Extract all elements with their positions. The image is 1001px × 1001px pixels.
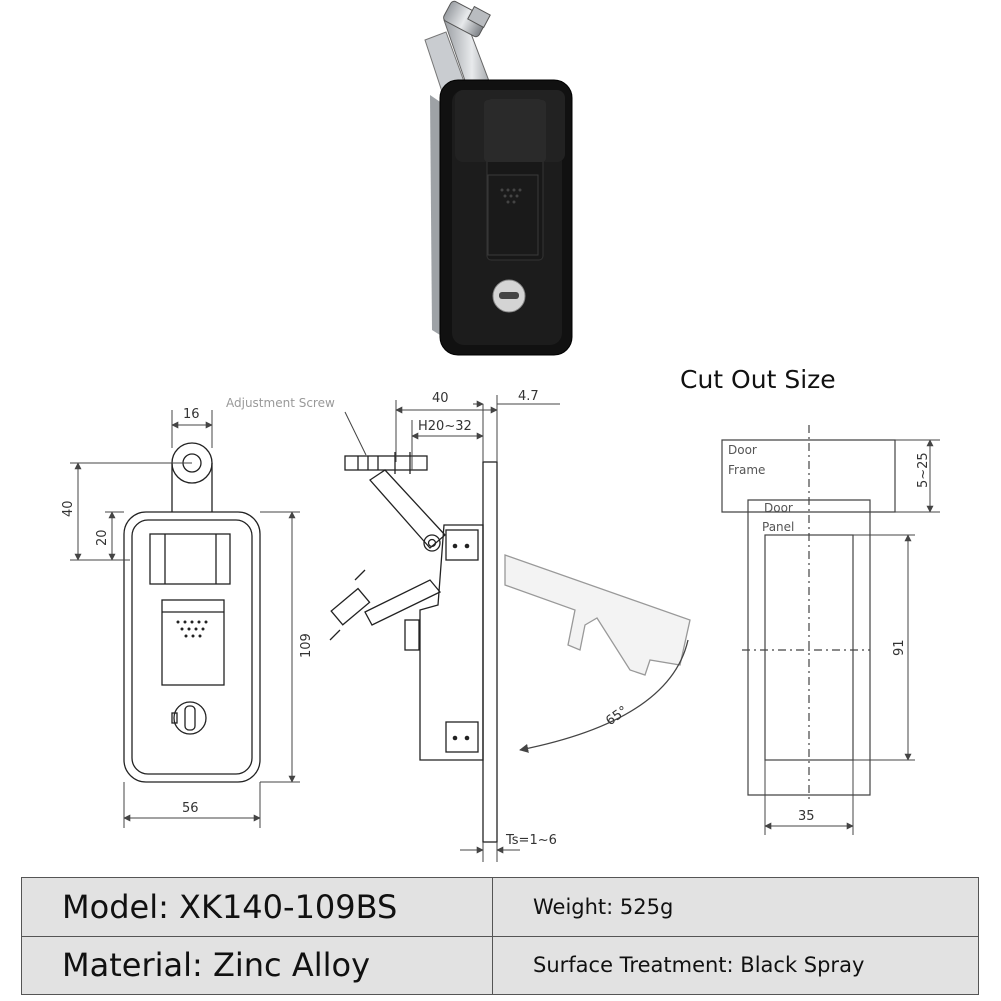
dim-ts-range: Ts=1~6	[505, 833, 557, 848]
spec-model: Model: XK140-109BS	[21, 877, 493, 937]
spec-table: Model: XK140-109BS Weight: 525g Material…	[21, 877, 979, 995]
cutout-title: Cut Out Size	[680, 365, 836, 394]
dim-side-thickness: 4.7	[518, 389, 539, 404]
spec-weight: Weight: 525g	[492, 877, 979, 937]
spec-material: Material: Zinc Alloy	[21, 935, 493, 995]
front-view-drawing	[123, 442, 261, 783]
dim-top-width: 16	[183, 407, 200, 422]
dim-cutout-height: 91	[892, 639, 907, 656]
cutout-drawing	[721, 425, 896, 800]
dim-height: 109	[299, 633, 314, 658]
label-door-panel-line2: Panel	[762, 520, 794, 534]
spec-surface: Surface Treatment: Black Spray	[492, 935, 979, 995]
dim-h-range: H20~32	[418, 419, 472, 434]
dim-width: 56	[182, 801, 199, 816]
front-view-dimensions	[70, 410, 300, 828]
side-view-dimensions	[344, 395, 560, 862]
spec-row: Model: XK140-109BS Weight: 525g	[21, 877, 979, 937]
label-adjustment-screw: Adjustment Screw	[226, 396, 335, 410]
spec-row: Material: Zinc Alloy Surface Treatment: …	[21, 935, 979, 995]
label-door-frame-line2: Frame	[728, 463, 765, 477]
dim-cutout-gap: 5~25	[916, 452, 931, 488]
dim-side-depth: 40	[432, 391, 449, 406]
product-photo	[424, 0, 573, 356]
label-door-frame-line1: Door	[728, 443, 757, 457]
side-view-drawing	[329, 452, 691, 843]
dim-left-upper: 40	[61, 500, 76, 517]
dim-cutout-width: 35	[798, 809, 815, 824]
label-door-panel-line1: Door	[764, 501, 793, 515]
dim-angle: 65°	[603, 704, 630, 730]
cutout-dimensions	[764, 439, 940, 835]
dim-left-lower: 20	[95, 529, 110, 546]
